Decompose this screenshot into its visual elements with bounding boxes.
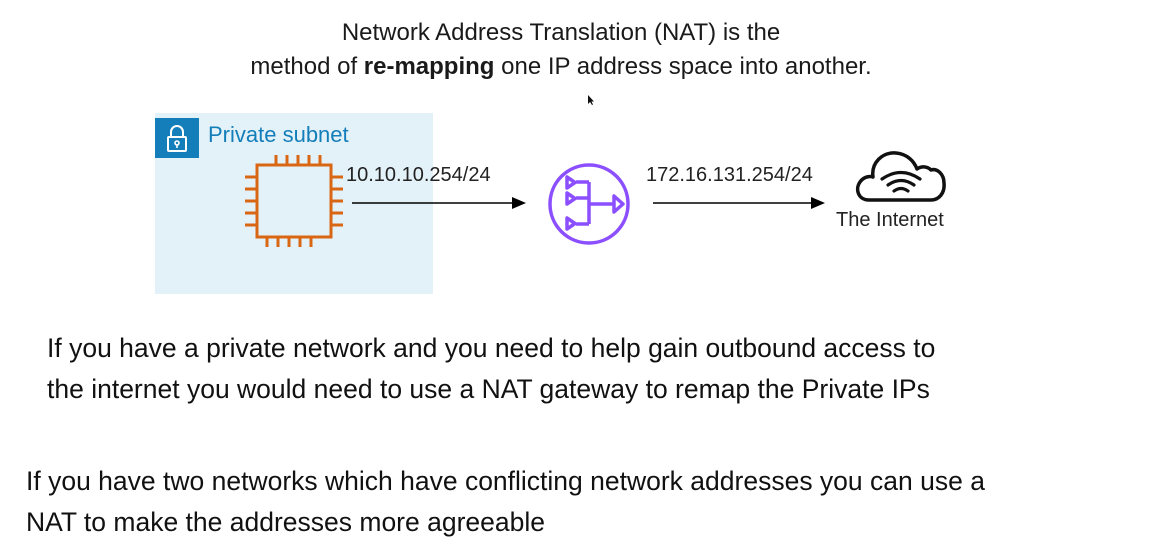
paragraph-conflicting-networks: If you have two networks which have conf… <box>26 461 1146 543</box>
heading-emphasis: re-mapping <box>363 53 495 80</box>
subnet-label: Private subnet <box>208 122 349 147</box>
paragraph-outbound-access: If you have a private network and you ne… <box>47 328 1137 410</box>
paragraph-2-line-2: NAT to make the addresses more agreeable <box>26 507 545 537</box>
arrow-right-icon <box>352 197 526 209</box>
heading-line-2: method of re-mapping one IP address spac… <box>0 50 1122 84</box>
lock-icon <box>155 118 199 158</box>
ec2-instance-icon <box>245 155 343 247</box>
cloud-wifi-icon <box>856 151 946 202</box>
mouse-cursor-icon <box>588 95 594 105</box>
paragraph-2-line-1: If you have two networks which have conf… <box>26 466 985 496</box>
heading: Network Address Translation (NAT) is the… <box>0 16 1122 84</box>
heading-line-2-prefix: method of <box>250 53 364 80</box>
paragraph-1-line-2: the internet you would need to use a NAT… <box>47 374 930 404</box>
heading-line-2-suffix: one IP address space into another. <box>494 53 872 80</box>
nat-gateway-icon <box>548 163 630 245</box>
private-ip-label: 10.10.10.254/24 <box>346 164 491 186</box>
public-ip-label: 172.16.131.254/24 <box>646 164 813 186</box>
heading-line-1: Network Address Translation (NAT) is the <box>341 19 781 46</box>
paragraph-1-line-1: If you have a private network and you ne… <box>47 333 936 363</box>
arrow-right-icon <box>653 197 825 209</box>
internet-label: The Internet <box>836 209 944 231</box>
